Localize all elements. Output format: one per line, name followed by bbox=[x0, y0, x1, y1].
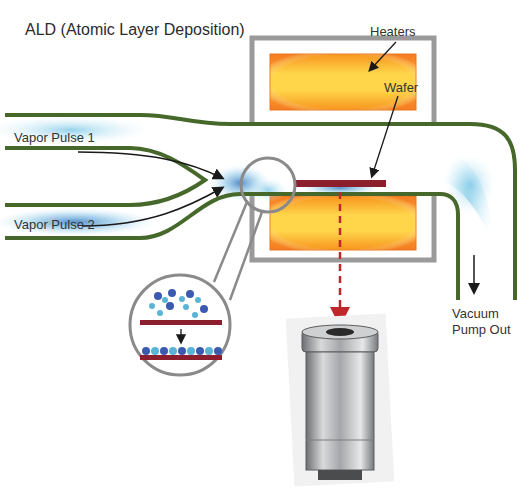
part-label: Heaters bbox=[370, 24, 416, 40]
vapor-cloud bbox=[248, 178, 288, 202]
zoom-leader bbox=[230, 212, 262, 300]
tube-interior bbox=[5, 115, 515, 300]
flow-arrow bbox=[473, 255, 475, 292]
diagram-title: ALD (Atomic Layer Deposition) bbox=[25, 20, 245, 40]
flow-arrow bbox=[82, 188, 222, 226]
deposited-layer bbox=[142, 347, 222, 355]
leader-line bbox=[370, 42, 396, 70]
measurement-arrow bbox=[339, 192, 342, 322]
sensor-face bbox=[302, 325, 378, 339]
molecule-cluster bbox=[149, 289, 208, 318]
tube-wall bbox=[5, 115, 515, 300]
wafer-bar bbox=[140, 320, 222, 325]
sensor-body bbox=[306, 352, 374, 470]
input-label: Vapor Pulse 1 bbox=[14, 130, 95, 146]
flow-arrow bbox=[78, 152, 222, 178]
wafer-bar bbox=[296, 180, 386, 187]
magnifier-ring bbox=[241, 158, 295, 212]
output-label: Vacuum Pump Out bbox=[452, 306, 530, 338]
sensor-connector bbox=[318, 470, 362, 480]
exhaust-vapor bbox=[440, 150, 495, 250]
exhaust-vapor bbox=[445, 155, 495, 215]
input-label: Vapor Pulse 2 bbox=[14, 217, 95, 233]
wafer-bar bbox=[140, 355, 222, 360]
leader-line bbox=[372, 96, 398, 176]
sensor-lens bbox=[326, 328, 354, 336]
zoom-circle bbox=[130, 275, 230, 375]
heater-glow bbox=[270, 196, 416, 250]
heater-bottom bbox=[270, 196, 416, 250]
sensor-backdrop bbox=[286, 313, 395, 486]
sensor-seam bbox=[306, 440, 374, 441]
part-label: Wafer bbox=[384, 80, 418, 96]
process-arrow bbox=[180, 329, 181, 342]
